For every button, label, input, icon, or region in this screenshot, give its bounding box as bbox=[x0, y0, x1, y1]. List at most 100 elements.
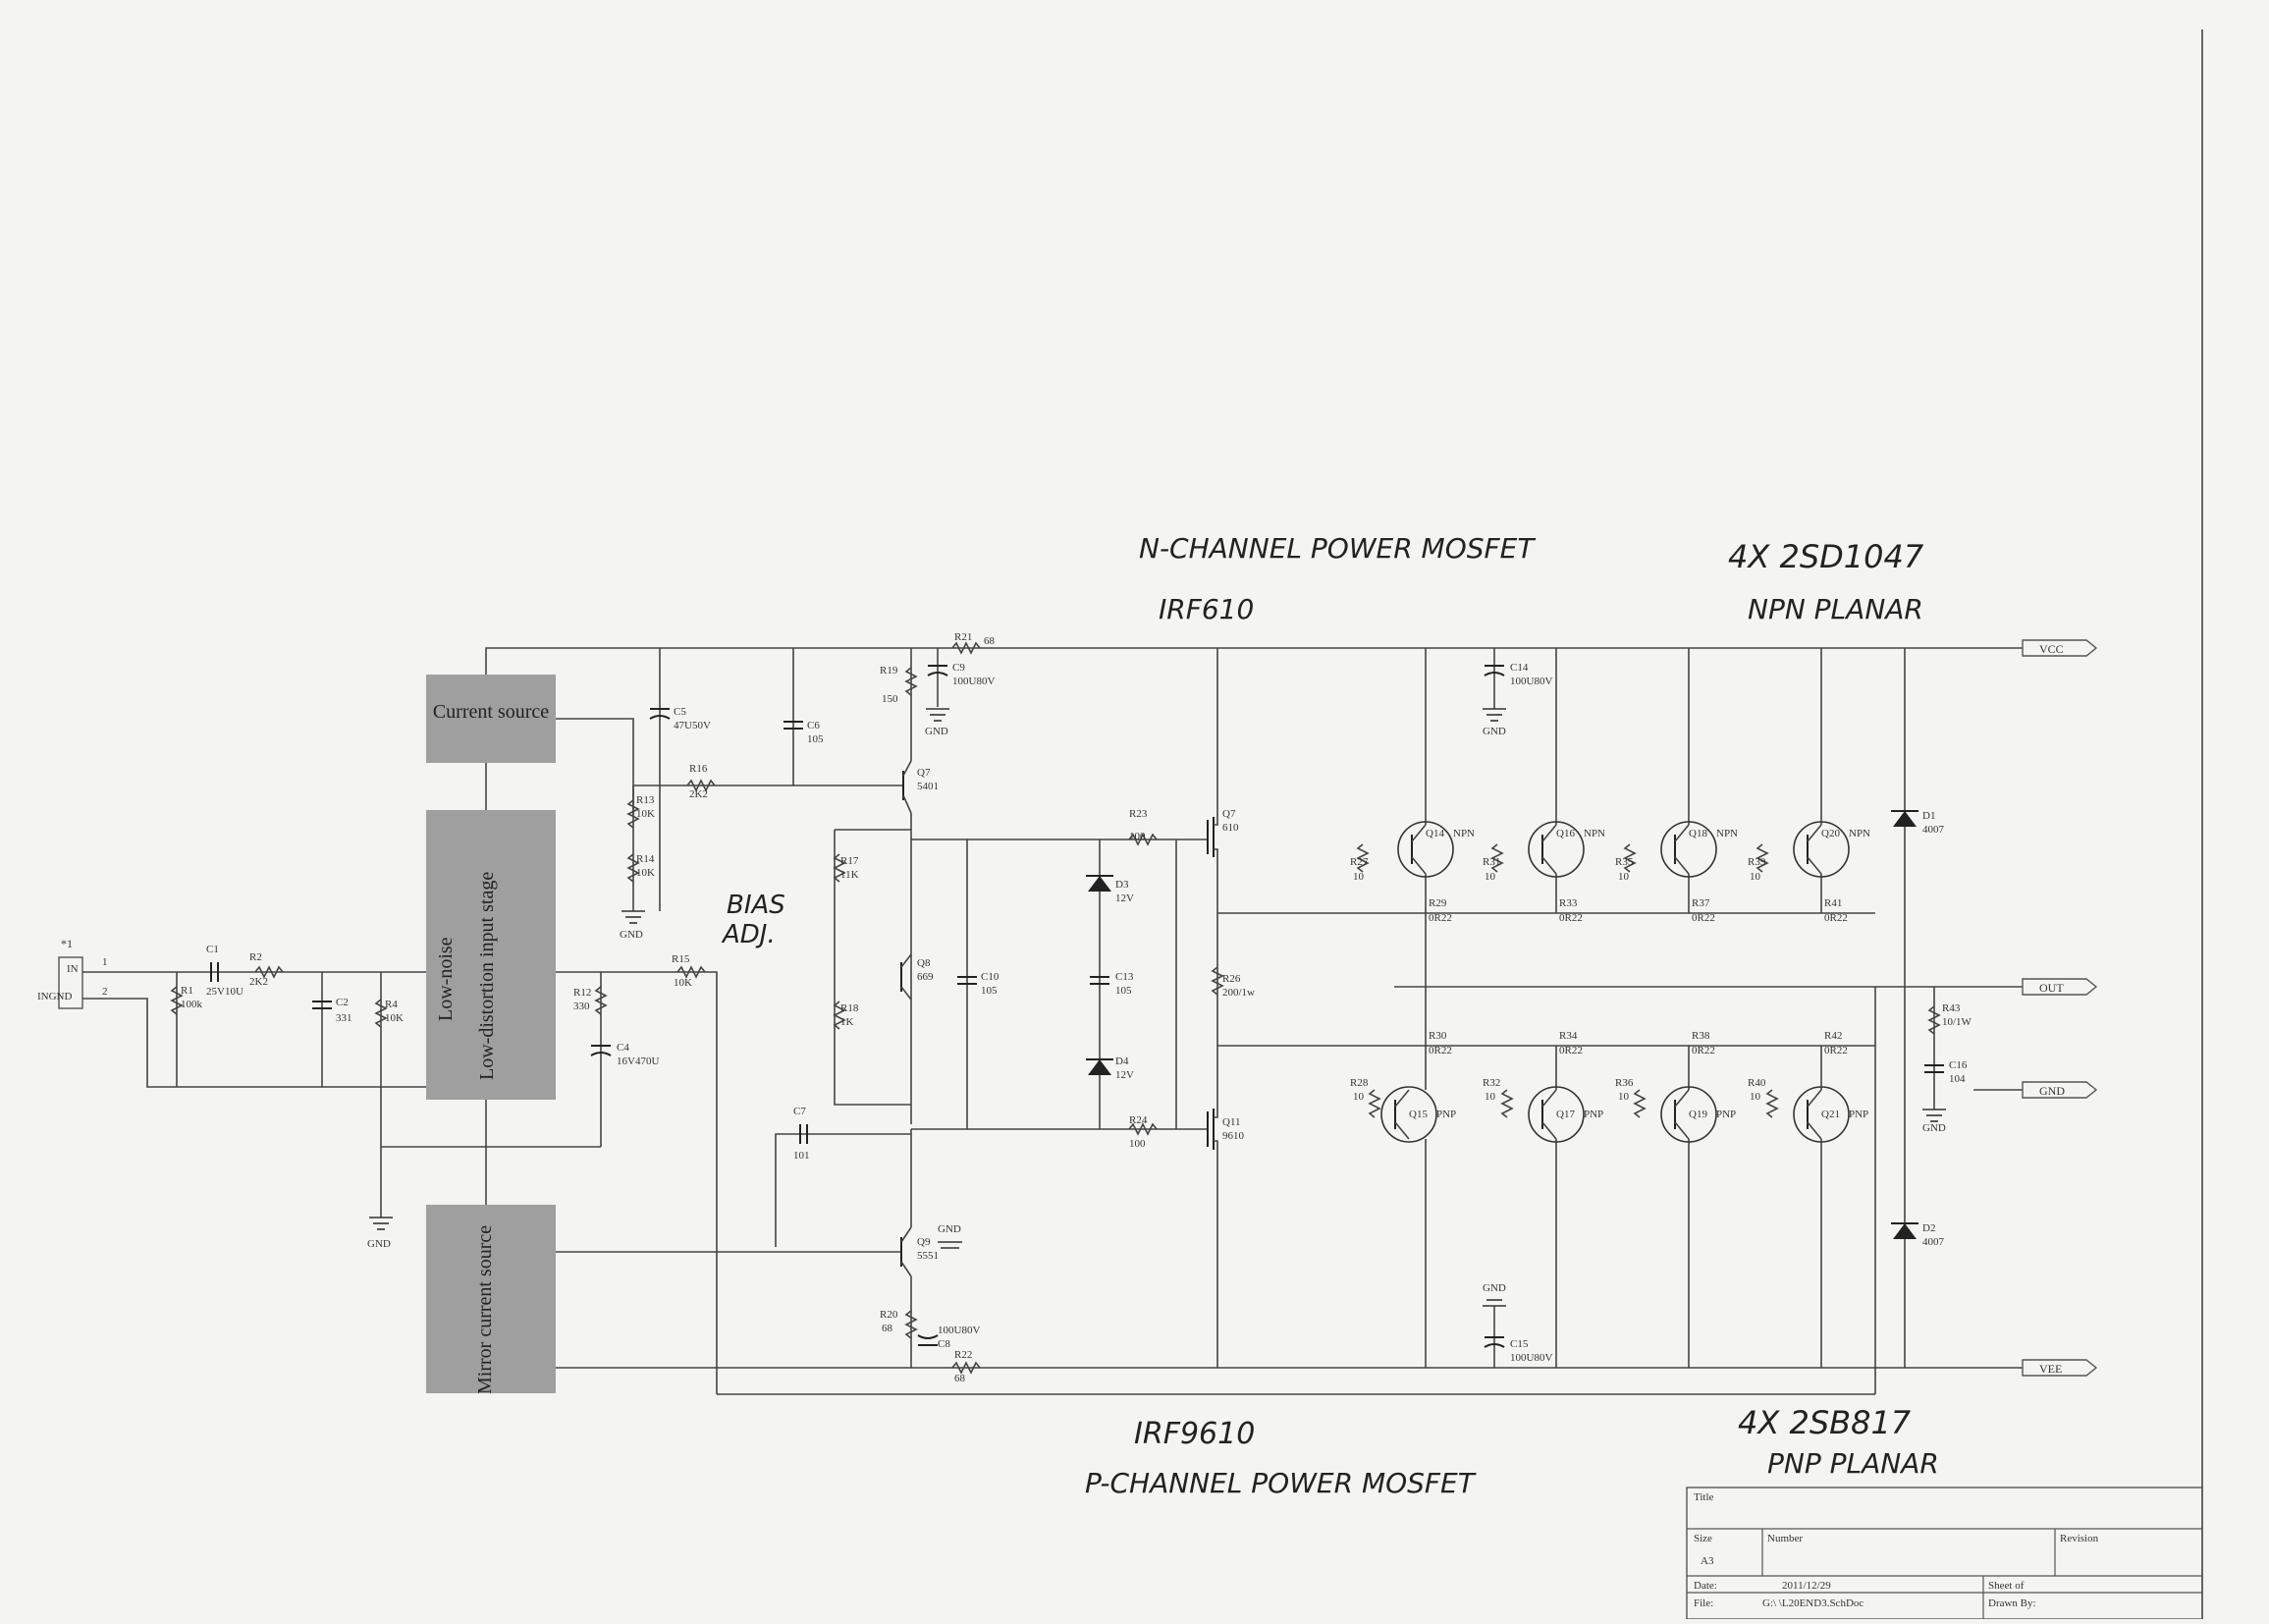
q14-transistor[interactable] bbox=[1397, 821, 1454, 878]
d4-zener[interactable] bbox=[1086, 1058, 1113, 1075]
r13-value: 10K bbox=[636, 808, 655, 820]
c16-value: 104 bbox=[1949, 1073, 1966, 1085]
c16-capacitor[interactable] bbox=[1924, 1064, 1944, 1073]
c2-capacitor[interactable] bbox=[312, 1001, 332, 1009]
r18-resistor[interactable] bbox=[833, 1001, 846, 1030]
c9-label: C9 bbox=[952, 662, 965, 674]
r4-resistor[interactable] bbox=[374, 999, 388, 1028]
q17-transistor[interactable] bbox=[1528, 1086, 1585, 1143]
r36-resistor[interactable] bbox=[1633, 1089, 1647, 1118]
c10-capacitor[interactable] bbox=[957, 976, 977, 985]
r15-resistor[interactable] bbox=[676, 965, 706, 979]
r32-label: R32 bbox=[1483, 1077, 1500, 1089]
r1-resistor[interactable] bbox=[170, 986, 184, 1015]
titleblock-size-value: A3 bbox=[1701, 1555, 1714, 1567]
c7-wire bbox=[775, 1133, 911, 1247]
q9-transistor[interactable] bbox=[900, 1226, 912, 1277]
q19-label: Q19 bbox=[1689, 1109, 1707, 1120]
q15-type: PNP bbox=[1436, 1109, 1456, 1120]
q7-transistor[interactable] bbox=[902, 760, 912, 814]
r14-resistor[interactable] bbox=[626, 853, 640, 883]
out-port[interactable]: OUT bbox=[2022, 978, 2098, 996]
r41-value: 0R22 bbox=[1824, 912, 1848, 924]
c15-label: C15 bbox=[1510, 1338, 1529, 1350]
q20-transistor[interactable] bbox=[1793, 821, 1850, 878]
gnd-label-e: GND bbox=[1483, 726, 1506, 737]
r32-resistor[interactable] bbox=[1500, 1089, 1514, 1118]
input-connector[interactable] bbox=[58, 956, 83, 1009]
c8-capacitor[interactable] bbox=[917, 1334, 939, 1346]
q19-transistor[interactable] bbox=[1660, 1086, 1717, 1143]
output-stage-columns bbox=[1425, 648, 1822, 1368]
r35-resistor[interactable] bbox=[1623, 843, 1637, 873]
gnd-label-b: GND bbox=[620, 929, 643, 941]
pnp-planar-note: PNP PLANAR bbox=[1767, 1447, 1939, 1480]
r24-value: 100 bbox=[1129, 1138, 1146, 1150]
q21-type: PNP bbox=[1849, 1109, 1868, 1120]
r28-resistor[interactable] bbox=[1368, 1089, 1381, 1118]
r22-resistor[interactable] bbox=[951, 1361, 981, 1375]
r33-label: R33 bbox=[1559, 897, 1578, 909]
d3-label: D3 bbox=[1115, 879, 1129, 891]
q16-type: NPN bbox=[1584, 828, 1605, 839]
c5-label: C5 bbox=[674, 706, 686, 718]
d4-value: 12V bbox=[1115, 1069, 1134, 1081]
r43-resistor[interactable] bbox=[1927, 1005, 1941, 1035]
q8-transistor[interactable] bbox=[900, 953, 912, 1001]
r38-label: R38 bbox=[1692, 1030, 1710, 1042]
d1-diode[interactable] bbox=[1891, 810, 1918, 827]
titleblock-file-value: G:\ \L20END3.SchDoc bbox=[1762, 1597, 1864, 1609]
d2-diode[interactable] bbox=[1891, 1222, 1918, 1239]
r26-label: R26 bbox=[1222, 973, 1241, 985]
c1-capacitor[interactable] bbox=[210, 962, 219, 982]
r36-value: 10 bbox=[1618, 1091, 1630, 1103]
c4-value: 16V470U bbox=[617, 1056, 659, 1067]
q16-transistor[interactable] bbox=[1528, 821, 1585, 878]
r42-label: R42 bbox=[1824, 1030, 1842, 1042]
vcc-port[interactable]: VCC bbox=[2022, 639, 2098, 657]
c7-capacitor[interactable] bbox=[799, 1124, 808, 1144]
r17-resistor[interactable] bbox=[833, 853, 846, 883]
q7b-mosfet[interactable] bbox=[1207, 648, 1218, 913]
q14-label: Q14 bbox=[1426, 828, 1444, 839]
r40-resistor[interactable] bbox=[1765, 1089, 1779, 1118]
r23-resistor[interactable] bbox=[1128, 833, 1158, 846]
r22-value: 68 bbox=[954, 1373, 966, 1384]
r24-resistor[interactable] bbox=[1128, 1122, 1158, 1136]
r16-resistor[interactable] bbox=[686, 779, 716, 792]
r31-resistor[interactable] bbox=[1490, 843, 1504, 873]
c15-capacitor[interactable] bbox=[1484, 1336, 1505, 1348]
c4-capacitor[interactable] bbox=[590, 1045, 612, 1056]
r13-resistor[interactable] bbox=[626, 799, 640, 829]
q15-transistor[interactable] bbox=[1380, 1086, 1437, 1143]
c14-capacitor[interactable] bbox=[1484, 665, 1505, 677]
c7-value: 101 bbox=[793, 1150, 810, 1162]
q21-transistor[interactable] bbox=[1793, 1086, 1850, 1143]
c6-capacitor[interactable] bbox=[783, 721, 803, 730]
r26-value: 200/1w bbox=[1222, 987, 1255, 999]
titleblock-sheet: Sheet of bbox=[1988, 1580, 2025, 1592]
d3-zener[interactable] bbox=[1086, 875, 1113, 892]
r20-resistor[interactable] bbox=[904, 1310, 918, 1339]
q18-transistor[interactable] bbox=[1660, 821, 1717, 878]
c5-capacitor[interactable] bbox=[649, 708, 671, 720]
r21-resistor[interactable] bbox=[951, 641, 981, 655]
r27-resistor[interactable] bbox=[1356, 843, 1370, 873]
r39-value: 10 bbox=[1750, 871, 1761, 883]
r2-resistor[interactable] bbox=[254, 965, 284, 979]
r18-value: 1K bbox=[840, 1016, 854, 1028]
c13-capacitor[interactable] bbox=[1090, 976, 1109, 985]
r19-resistor[interactable] bbox=[904, 667, 918, 696]
gnd-port[interactable]: GND bbox=[2022, 1081, 2098, 1099]
q11-mosfet[interactable] bbox=[1207, 1046, 1218, 1368]
c9-capacitor[interactable] bbox=[927, 665, 948, 677]
c6-label: C6 bbox=[807, 720, 820, 731]
r12-resistor[interactable] bbox=[594, 986, 608, 1015]
c7-label: C7 bbox=[793, 1106, 806, 1117]
p-channel-note: P-CHANNEL POWER MOSFET bbox=[1085, 1467, 1477, 1499]
vee-port[interactable]: VEE bbox=[2022, 1359, 2098, 1377]
irf610-note: IRF610 bbox=[1159, 593, 1254, 625]
r39-resistor[interactable] bbox=[1756, 843, 1769, 873]
r26-resistor[interactable] bbox=[1211, 966, 1224, 996]
